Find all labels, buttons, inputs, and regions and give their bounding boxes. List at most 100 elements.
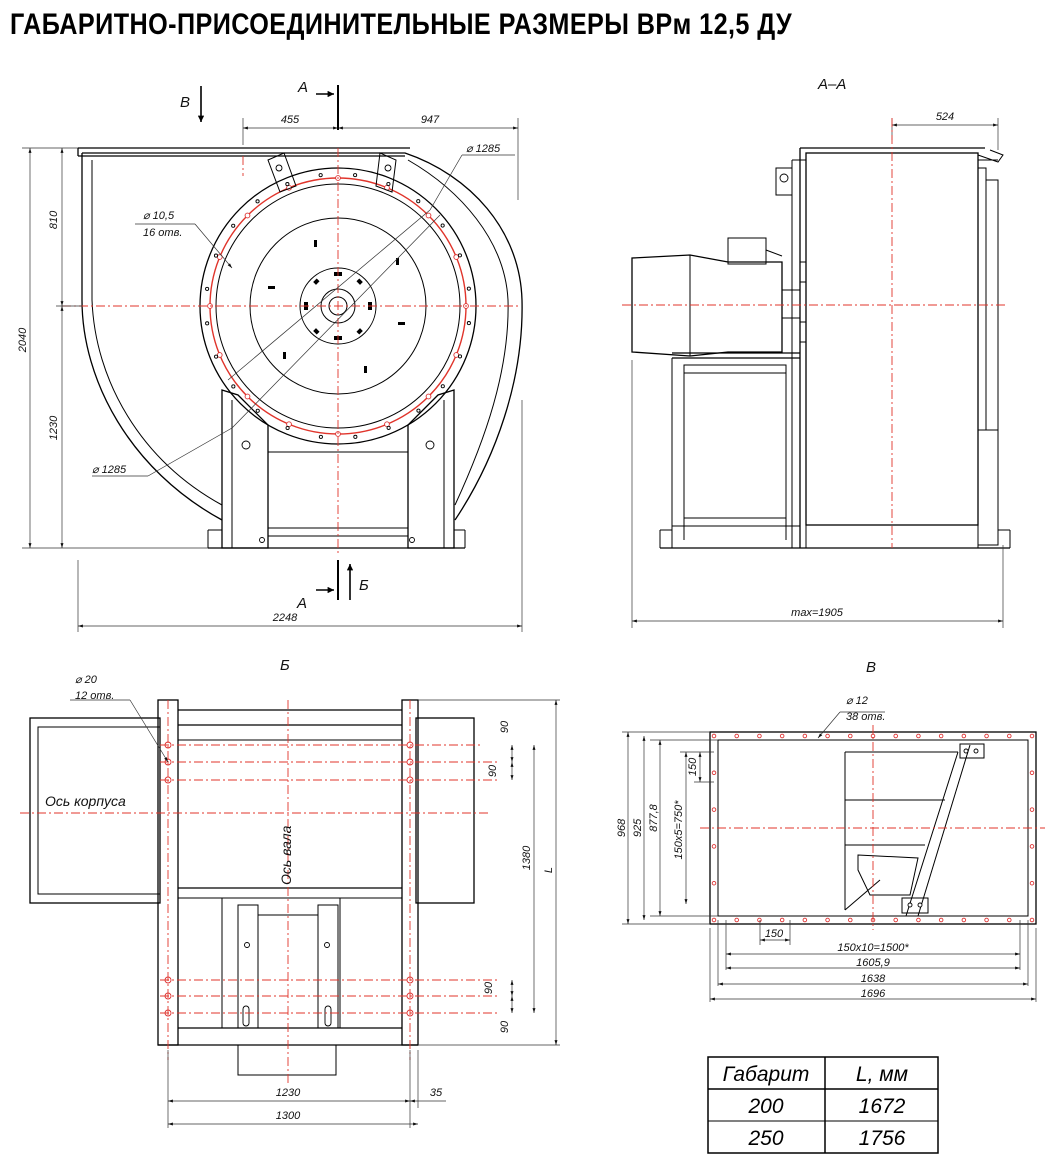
bolt-hole xyxy=(453,352,460,358)
bolt-hole xyxy=(1029,807,1035,812)
dim-1696: 1696 xyxy=(861,988,886,1000)
hole-dia-bottom: ⌀ 20 xyxy=(75,674,98,686)
dim-1300: 1300 xyxy=(276,1110,301,1122)
bolt-hole xyxy=(757,733,762,739)
bolt-hole xyxy=(285,425,290,431)
dim-1605-9: 1605,9 xyxy=(856,957,890,969)
bottom-view: Б xyxy=(20,657,560,1128)
view-b-arrow-label: Б xyxy=(359,577,369,594)
bolt-hole xyxy=(416,408,421,413)
dim-2040: 2040 xyxy=(17,327,29,353)
bolt-hole xyxy=(384,421,390,428)
view-v-label: В xyxy=(866,659,876,676)
bolt-hole xyxy=(453,254,460,260)
bolt-hole xyxy=(255,199,260,204)
front-view: 455 947 2040 810 1230 2248 ⌀ 1285 ⌀ 1285… xyxy=(17,79,523,632)
bolt-hole xyxy=(457,354,463,359)
bolt-hole xyxy=(205,321,210,326)
bolt-hole xyxy=(205,286,210,291)
bolt-hole xyxy=(214,354,219,359)
dim-150-vertical: 150 xyxy=(687,757,699,776)
lifting-eye-right xyxy=(375,152,397,193)
axis-shaft-label: Ось вала xyxy=(278,825,294,885)
bolt-hole xyxy=(457,253,462,258)
bolt-hole xyxy=(961,917,967,923)
motor-stand xyxy=(659,352,1011,549)
dim-1380: 1380 xyxy=(521,845,533,870)
bolt-hole xyxy=(285,182,290,187)
table-cell: 1672 xyxy=(859,1095,906,1118)
view-v-arrow-label: В xyxy=(180,94,190,111)
dim-2248: 2248 xyxy=(272,612,298,624)
dim-810: 810 xyxy=(48,210,60,229)
dim-455: 455 xyxy=(281,114,300,126)
bolt-hole xyxy=(386,425,391,430)
dia-1285-top: ⌀ 1285 xyxy=(466,143,501,155)
bolt-hole xyxy=(286,421,292,428)
bolt-hole xyxy=(466,286,471,291)
dim-150x10: 150x10=1500* xyxy=(837,942,909,954)
hole-count-front: 16 отв. xyxy=(143,227,182,239)
outlet-flange xyxy=(29,717,161,904)
bolt-hole xyxy=(984,917,989,923)
bolt-hole xyxy=(353,173,358,178)
bolt-hole xyxy=(734,733,739,739)
dim-max-1905: max=1905 xyxy=(791,607,844,619)
hub-slots xyxy=(268,240,405,373)
bolt-hole xyxy=(938,917,944,923)
bolt-hole xyxy=(711,807,717,812)
dim-L: L xyxy=(543,867,555,873)
bolt-hole xyxy=(1007,733,1012,739)
bolt-hole xyxy=(802,917,808,923)
table-cell: 250 xyxy=(747,1127,783,1150)
bolt-hole xyxy=(984,733,989,739)
axis-body-label: Ось корпуса xyxy=(45,793,126,809)
dim-877-8: 877,8 xyxy=(648,803,660,831)
support-frame xyxy=(207,389,466,549)
bolt-hole xyxy=(440,223,445,228)
bolt-hole xyxy=(779,733,785,739)
view-b-label: Б xyxy=(280,657,290,674)
bolt-hole xyxy=(1029,733,1035,739)
bolt-hole xyxy=(386,181,391,187)
bolt-hole xyxy=(244,393,251,400)
dim-90-c: 90 xyxy=(483,981,495,994)
bolt-hole xyxy=(734,917,739,923)
volute-outline xyxy=(81,152,523,521)
dim-968: 968 xyxy=(616,818,628,837)
bolt-hole xyxy=(916,733,921,739)
dim-1230: 1230 xyxy=(48,415,60,440)
bolt-hole xyxy=(416,199,421,204)
bolt-hole xyxy=(802,733,808,739)
bolt-hole xyxy=(711,733,717,739)
bolt-hole xyxy=(848,733,853,739)
page-title: ГАБАРИТНО-ПРИСОЕДИНИТЕЛЬНЫЕ РАЗМЕРЫ ВРм … xyxy=(10,8,793,41)
bolt-hole xyxy=(893,917,898,923)
bolt-hole xyxy=(711,917,717,923)
dim-35: 35 xyxy=(430,1087,443,1099)
size-table: Габарит L, мм 200 1672 250 1756 xyxy=(707,1056,939,1154)
bolt-hole xyxy=(255,408,260,413)
dim-90-b: 90 xyxy=(487,764,499,777)
bolt-hole xyxy=(213,253,219,258)
bolt-hole xyxy=(466,321,471,326)
hole-count-bottom: 12 отв. xyxy=(75,690,114,702)
bolt-hole xyxy=(318,434,323,439)
bolt-hole xyxy=(961,733,967,739)
dia-1285-bottom: ⌀ 1285 xyxy=(92,464,127,476)
dim-1638: 1638 xyxy=(861,973,886,985)
dim-90-d: 90 xyxy=(499,1020,511,1033)
section-a-bottom: А xyxy=(296,595,307,612)
bolt-hole xyxy=(1029,917,1035,923)
bolt-hole xyxy=(1007,917,1012,923)
bolt-hole xyxy=(353,434,358,439)
hole-count-outlet: 38 отв. xyxy=(846,711,885,723)
bolt-hole xyxy=(711,844,717,849)
dim-1230-bottom: 1230 xyxy=(276,1087,301,1099)
bolt-hole xyxy=(848,917,853,923)
volute-inner xyxy=(91,159,509,506)
bolt-hole xyxy=(916,917,921,923)
bolt-hole xyxy=(244,212,251,219)
dim-150x5: 150x5=750* xyxy=(673,800,685,860)
